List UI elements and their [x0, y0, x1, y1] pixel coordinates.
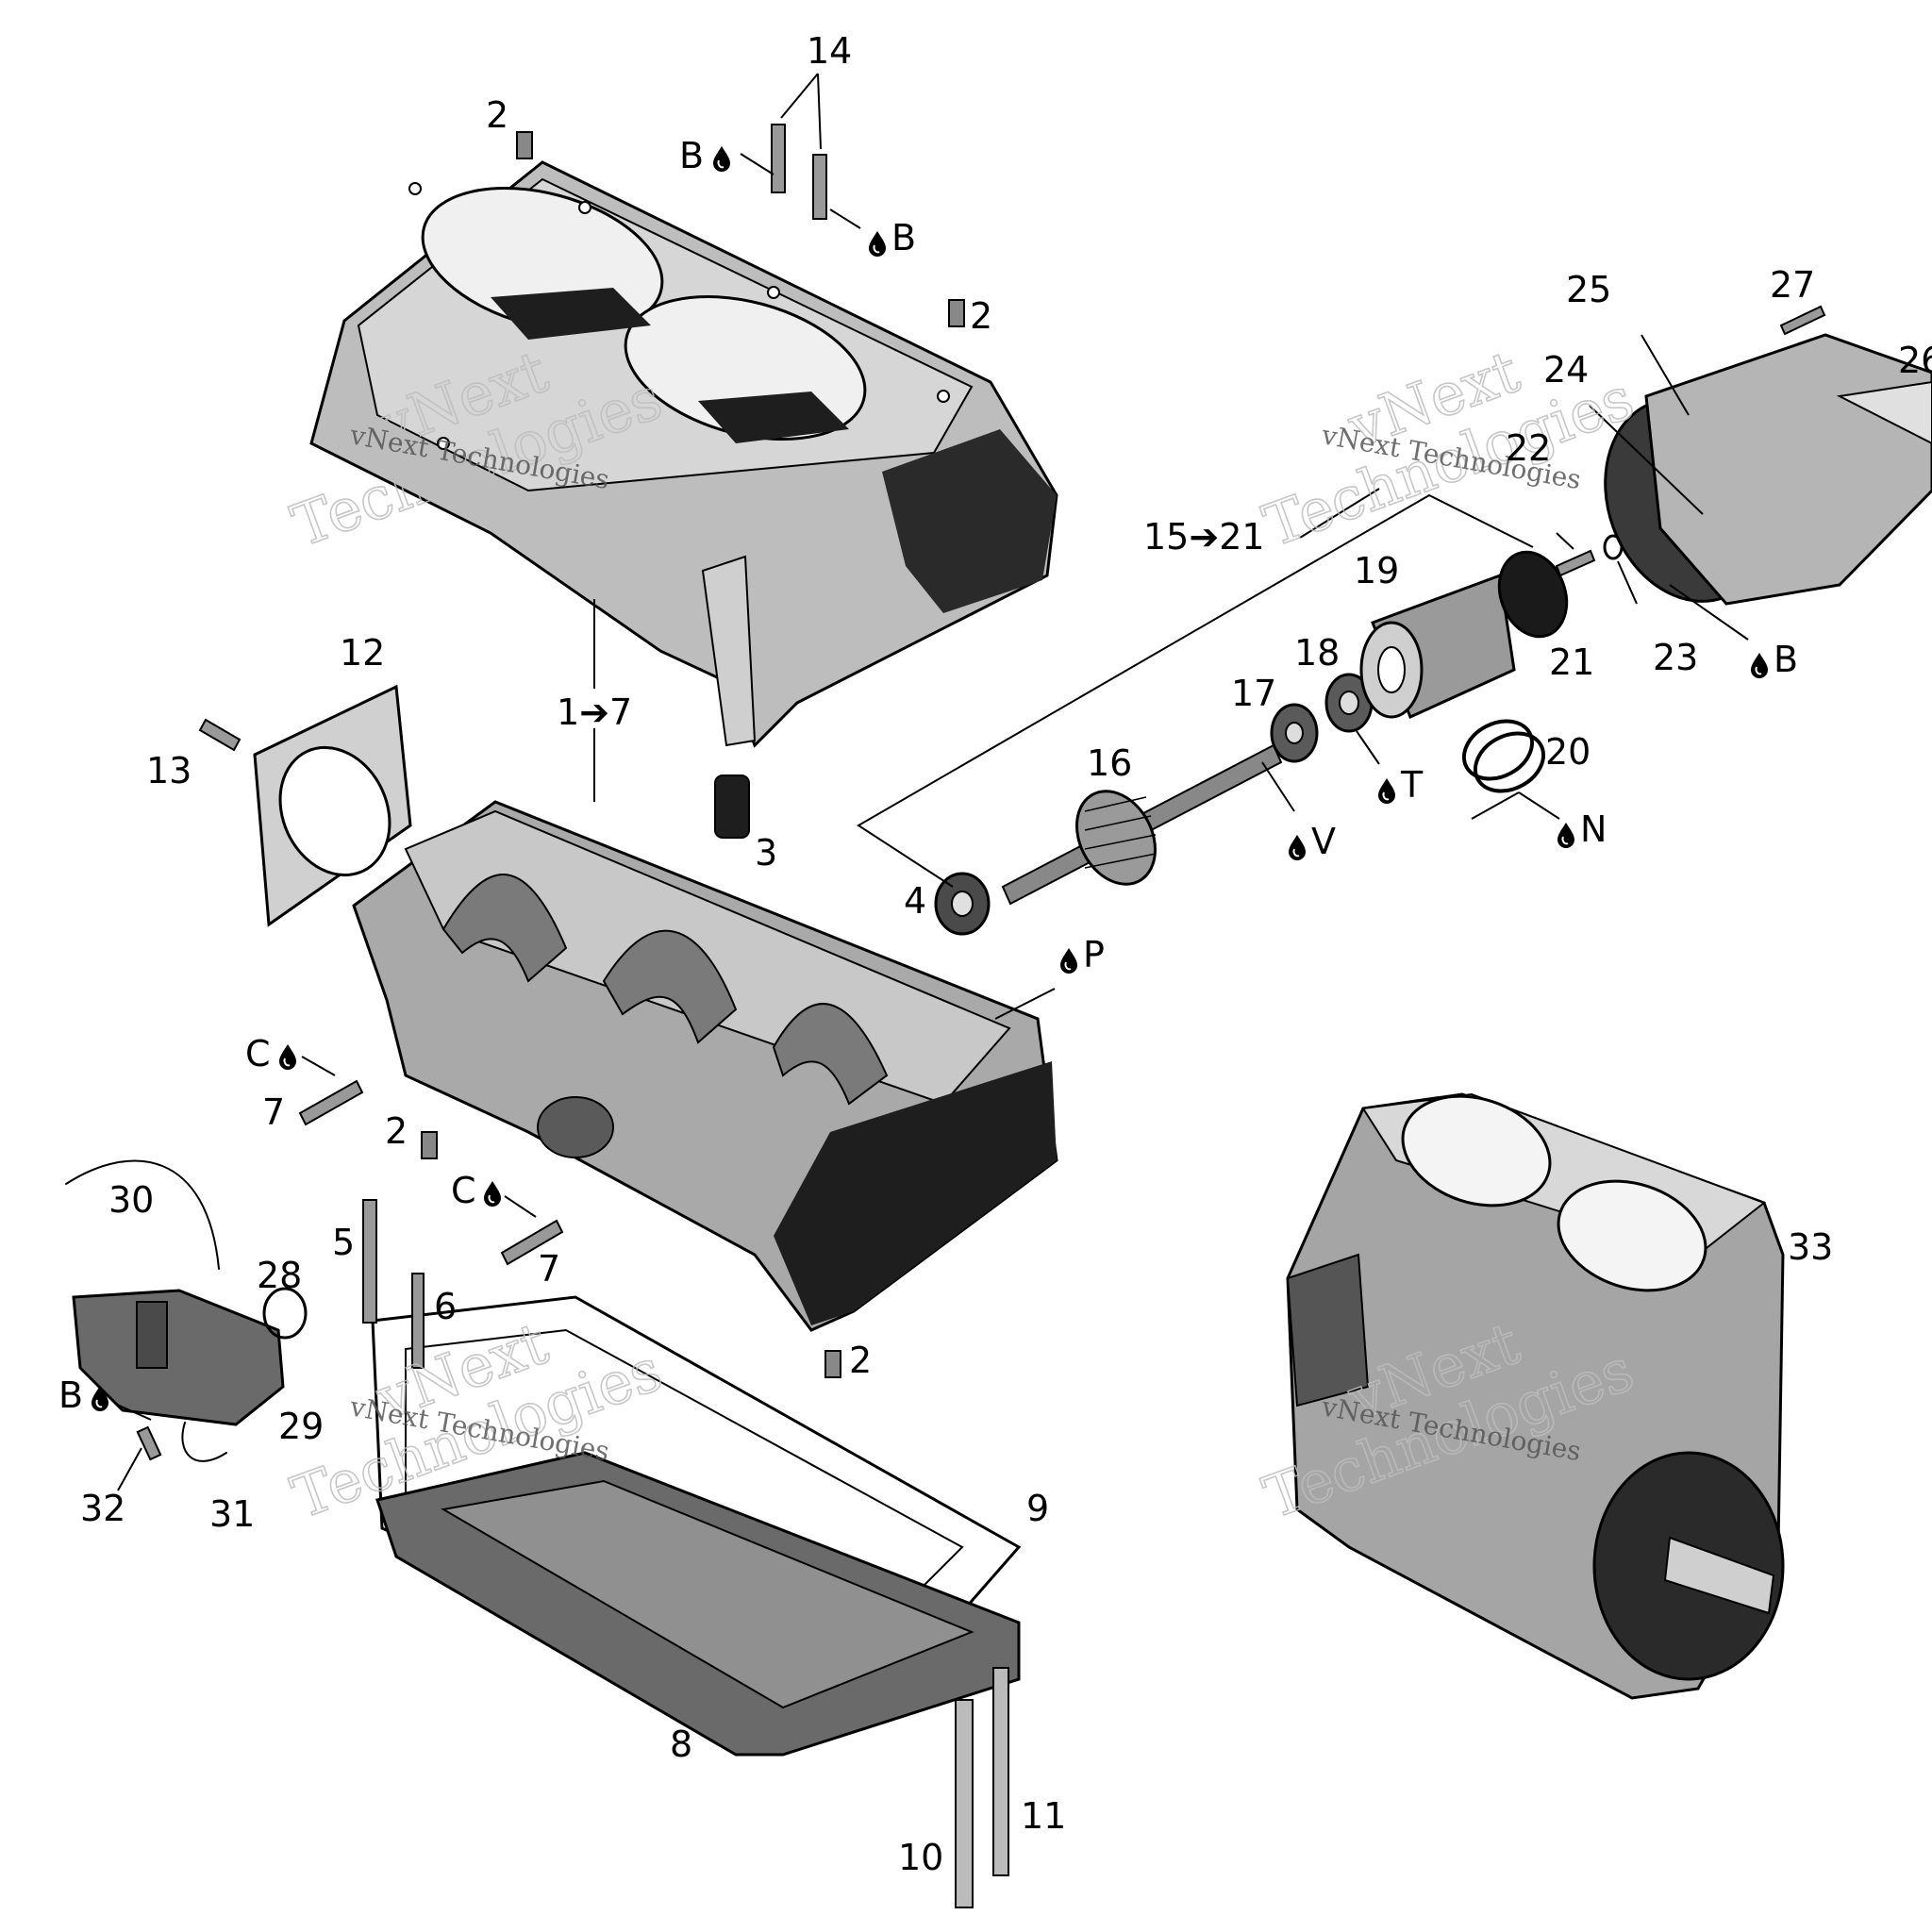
oil-drop-icon	[868, 230, 887, 258]
callout-21: 21	[1549, 641, 1594, 683]
engine-assembly	[1286, 1092, 1785, 1700]
oil-drop-icon	[483, 1180, 502, 1208]
lubricant-letter: T	[1400, 764, 1424, 806]
callout-8: 8	[670, 1724, 692, 1765]
bearings-17-18	[1270, 673, 1374, 763]
oil-drop-icon	[1377, 777, 1396, 805]
seal-21	[1497, 550, 1569, 639]
callout-4: 4	[904, 880, 926, 922]
callout-13: 13	[146, 750, 192, 791]
leader-lines	[114, 73, 1749, 1491]
lubricant-c-marker: C	[451, 1170, 502, 1211]
callout-17: 17	[1231, 673, 1276, 714]
bolt-13	[198, 718, 242, 752]
lubricant-b-marker: B	[679, 135, 731, 176]
lubricant-b-marker: B	[868, 217, 916, 258]
lubricant-b-marker: B	[58, 1374, 109, 1416]
callout-26: 26	[1898, 340, 1932, 381]
oil-seal-plate	[253, 684, 412, 927]
upper-crankcase	[309, 160, 1058, 748]
callout-30: 30	[108, 1179, 154, 1221]
callout-14: 14	[807, 30, 852, 72]
callout-2: 2	[486, 94, 508, 136]
callout-18: 18	[1294, 632, 1340, 674]
callout-28: 28	[257, 1255, 302, 1296]
lower-crankcase	[352, 800, 1058, 1332]
lubricant-letter: C	[245, 1033, 271, 1074]
callout-31: 31	[209, 1493, 255, 1535]
callout-7: 7	[538, 1248, 560, 1290]
callout-7: 7	[262, 1091, 285, 1133]
callout-2: 2	[849, 1340, 872, 1381]
callout-6: 6	[434, 1286, 457, 1327]
oil-drop-icon	[278, 1043, 297, 1071]
callout-20: 20	[1545, 731, 1591, 773]
lubricant-letter: N	[1580, 808, 1607, 850]
callout-5: 5	[332, 1222, 355, 1263]
water-pump-housing	[1644, 305, 1932, 606]
lubricant-b-marker: B	[1750, 639, 1798, 680]
oil-pump	[65, 1159, 308, 1462]
callout-25: 25	[1566, 269, 1611, 310]
callout-19: 19	[1354, 550, 1399, 591]
lubricant-v-marker: V	[1288, 821, 1336, 862]
lubricant-n-marker: N	[1557, 808, 1607, 850]
bolts-5-6	[362, 1199, 425, 1369]
top-bolts	[771, 124, 827, 220]
lubricant-markers: B B B B C C P T	[58, 135, 1798, 1416]
lubricant-letter: B	[891, 217, 916, 258]
oil-drop-icon	[712, 145, 731, 173]
oil-drop-icon	[1288, 834, 1307, 861]
oil-drop-icon	[1059, 947, 1078, 974]
lubricant-letter: C	[451, 1170, 476, 1211]
lubricant-t-marker: T	[1377, 764, 1424, 806]
dowel-pins	[421, 131, 965, 1378]
callout-2: 2	[970, 295, 992, 337]
oil-pan	[375, 1451, 1021, 1757]
callout-9: 9	[1026, 1488, 1049, 1529]
water-pump-shaft	[1001, 743, 1283, 906]
callout-1-to-7: 1➔7	[557, 691, 632, 733]
callout-12: 12	[340, 632, 385, 674]
callout-15-to-21: 15➔21	[1143, 516, 1265, 558]
callout-22: 22	[1506, 427, 1551, 469]
bolts-7	[298, 1079, 564, 1266]
oil-drop-icon	[1557, 822, 1575, 849]
crankcase-plug	[714, 774, 750, 839]
oil-drop-icon	[1750, 652, 1769, 679]
lubricant-letter: V	[1311, 821, 1336, 862]
callout-29: 29	[278, 1406, 324, 1447]
callout-32: 32	[80, 1488, 125, 1529]
bolts-10-11	[955, 1667, 1009, 1908]
callout-23: 23	[1653, 637, 1698, 678]
lubricant-letter: P	[1083, 934, 1105, 975]
callout-labels: 1➔7 2 2 2 2 3 4 5 6 7 7 8 9 10 11 12 13 …	[80, 30, 1932, 1878]
lubricant-letter: B	[679, 135, 704, 176]
o-rings-20	[1461, 719, 1546, 793]
callout-24: 24	[1543, 349, 1589, 391]
callout-11: 11	[1021, 1795, 1066, 1837]
lubricant-letter: B	[1774, 639, 1798, 680]
seal-ring-4	[934, 872, 991, 936]
lubricant-c-marker: C	[245, 1033, 297, 1074]
callout-3: 3	[755, 832, 777, 874]
lubricant-letter: B	[58, 1374, 83, 1416]
callout-27: 27	[1770, 264, 1815, 306]
lubricant-p-marker: P	[1059, 934, 1105, 975]
callout-2: 2	[385, 1110, 408, 1152]
bearing-housing-19	[1359, 573, 1516, 720]
callout-16: 16	[1087, 742, 1132, 784]
callout-10: 10	[898, 1837, 943, 1878]
callout-33: 33	[1788, 1226, 1833, 1268]
